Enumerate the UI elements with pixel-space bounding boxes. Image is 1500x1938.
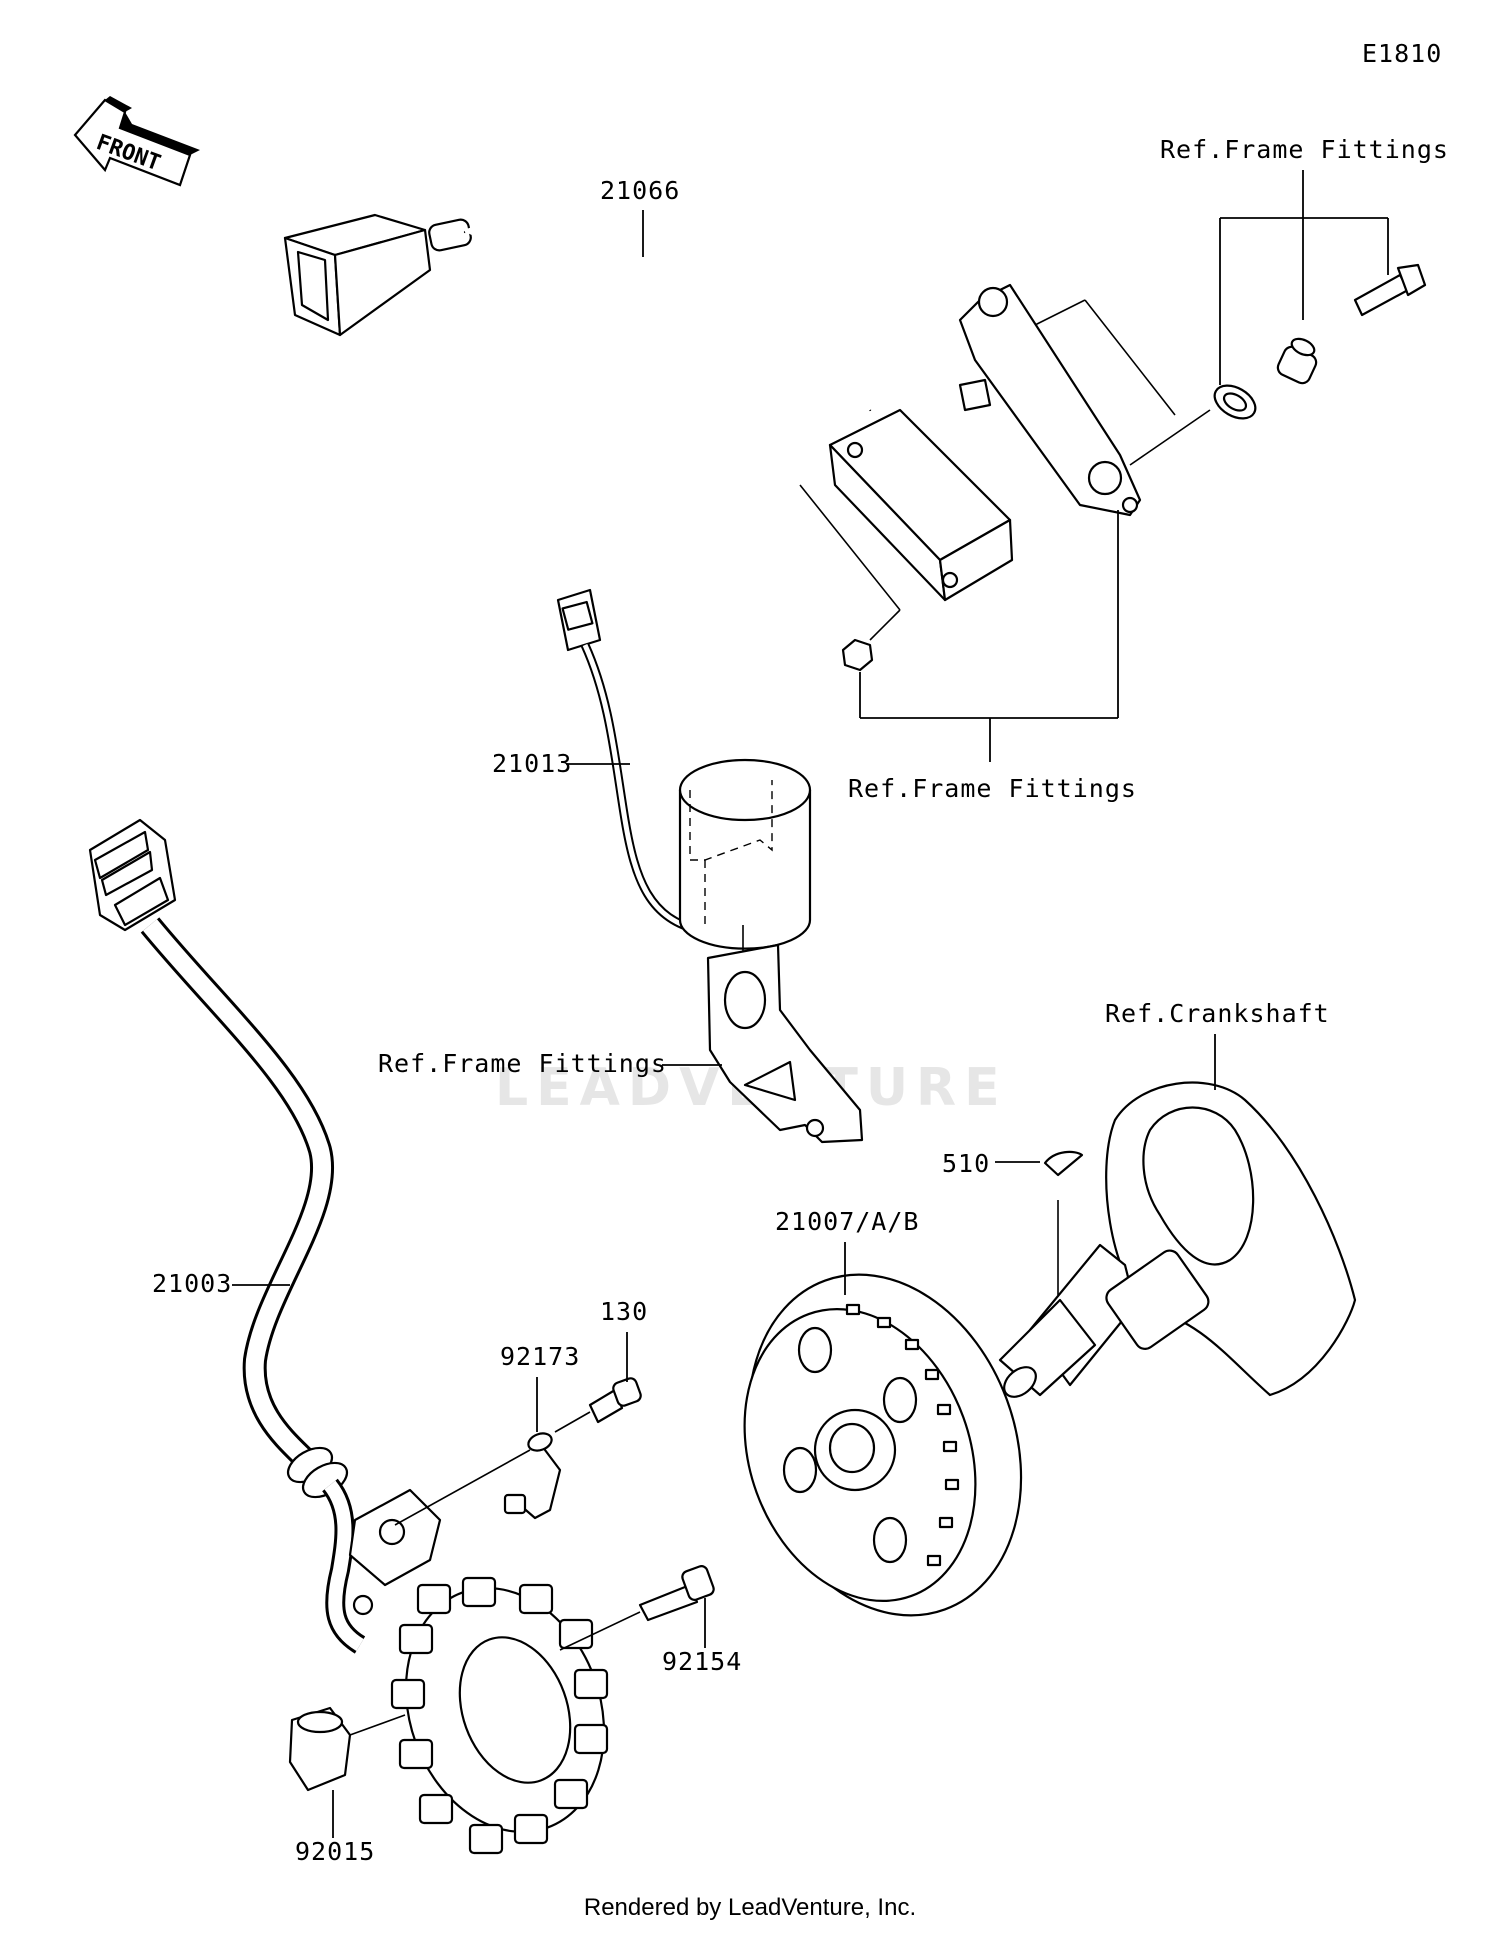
part-92173-clamp[interactable] <box>503 1430 562 1520</box>
label-92154[interactable]: 92154 <box>662 1647 742 1676</box>
footer-credit: Rendered by LeadVenture, Inc. <box>583 1894 917 1921</box>
part-frame-bracket-top <box>958 283 1142 517</box>
label-510[interactable]: 510 <box>942 1149 990 1178</box>
leader-92154-fit <box>559 1611 641 1651</box>
part-92154-bolt[interactable] <box>638 1564 715 1622</box>
label-ref-frame-top[interactable]: Ref.Frame Fittings <box>1160 135 1449 164</box>
label-21013[interactable]: 21013 <box>492 749 572 778</box>
part-frame-fittings-hardware <box>841 263 1427 672</box>
leader-ref-frame-top <box>799 170 1389 641</box>
label-92015[interactable]: 92015 <box>295 1837 375 1866</box>
label-21066[interactable]: 21066 <box>600 176 680 205</box>
leader-130-fit <box>554 1411 591 1433</box>
label-21003[interactable]: 21003 <box>152 1269 232 1298</box>
diagram-code: E1810 <box>1362 39 1442 68</box>
part-21007-rotor[interactable] <box>703 1236 1067 1654</box>
part-510-key[interactable] <box>1043 1150 1084 1177</box>
label-ref-frame-mid[interactable]: Ref.Frame Fittings <box>848 774 1137 803</box>
part-21003-stator[interactable] <box>88 818 637 1860</box>
label-130[interactable]: 130 <box>600 1297 648 1326</box>
label-ref-frame-bracket[interactable]: Ref.Frame Fittings <box>378 1049 667 1078</box>
front-arrow-icon: FRONT <box>73 96 200 187</box>
label-92173[interactable]: 92173 <box>500 1342 580 1371</box>
part-130-bolt[interactable] <box>588 1377 642 1424</box>
part-21013-capacitor[interactable] <box>556 588 812 950</box>
part-capacitor-bracket <box>706 925 864 1144</box>
leader-92173-fit <box>394 1449 531 1526</box>
part-21066-regulator[interactable] <box>283 213 1014 602</box>
leader-ref-frame-mid <box>859 510 1119 762</box>
label-21007[interactable]: 21007/A/B <box>775 1207 919 1236</box>
part-92015-nut[interactable] <box>288 1706 352 1792</box>
leader-92015-fit <box>349 1714 406 1736</box>
label-ref-crankshaft[interactable]: Ref.Crankshaft <box>1105 999 1330 1028</box>
part-crankshaft <box>998 1081 1357 1398</box>
